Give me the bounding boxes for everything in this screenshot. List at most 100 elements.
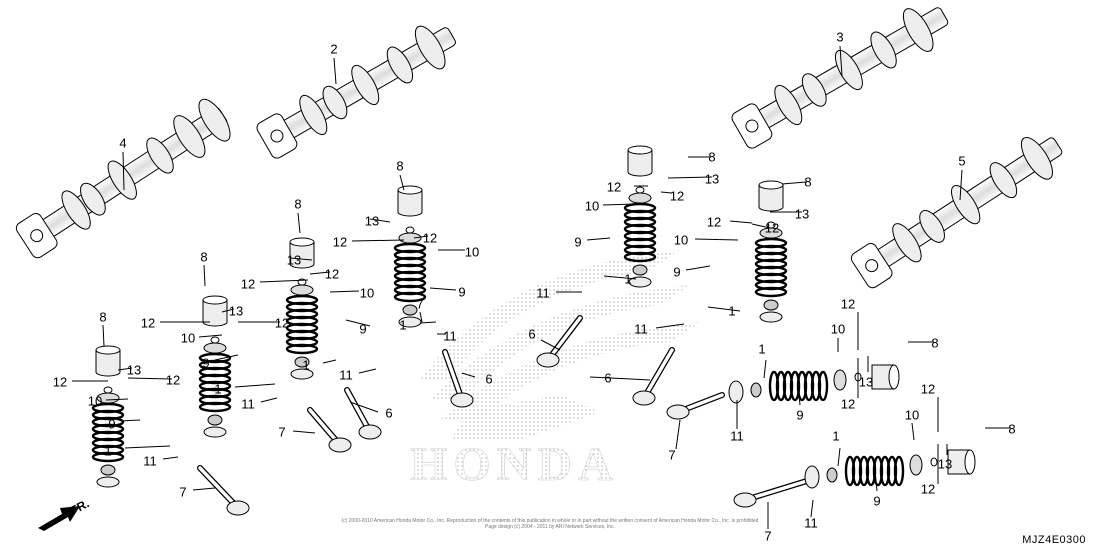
- callout-label: 7: [416, 296, 423, 311]
- callout-9-31: 9: [202, 354, 239, 370]
- callout-label: 1: [832, 428, 839, 443]
- leader-line: [763, 359, 767, 379]
- callout-label: 12: [325, 266, 339, 281]
- callout-12-55: 12: [141, 315, 210, 330]
- callout-1-7: 1: [758, 341, 767, 379]
- callout-label: 8: [294, 196, 301, 211]
- leader-line: [751, 223, 771, 229]
- leader-line: [589, 376, 651, 381]
- leader-line: [413, 235, 429, 239]
- callout-9-36: 9: [796, 384, 804, 422]
- leader-line: [911, 422, 915, 441]
- callout-11-53: 11: [804, 499, 818, 530]
- valve-5: [536, 315, 583, 368]
- leader-line: [399, 174, 405, 191]
- callout-8-23: 8: [294, 196, 302, 234]
- leader-line: [839, 45, 843, 77]
- callout-label: 7: [764, 528, 771, 543]
- leader-line: [729, 220, 753, 224]
- leader-line: [345, 319, 371, 327]
- leader-line: [602, 203, 637, 206]
- callout-label: 6: [385, 405, 392, 420]
- callout-label: 12: [333, 234, 347, 249]
- leader-line: [685, 265, 711, 271]
- callout-8-28: 8: [908, 335, 939, 350]
- copyright-line-1: (c) 2000-2010 American Honda Motor Co., …: [341, 518, 759, 524]
- leader-line: [102, 324, 105, 347]
- leader-line: [329, 290, 360, 293]
- camshaft-3: [731, 7, 949, 149]
- diagram-code: MJZ4E0300: [1022, 534, 1086, 546]
- callout-12-65: 12: [751, 220, 779, 235]
- callout-8-26: 8: [688, 149, 716, 164]
- leader-line: [694, 238, 739, 241]
- callout-label: 13: [795, 206, 809, 221]
- callout-9-33: 9: [429, 284, 466, 299]
- leader-line: [667, 176, 713, 179]
- leader-line: [260, 397, 278, 403]
- leader-line: [351, 239, 405, 242]
- callout-13-70: 13: [117, 362, 141, 377]
- callout-label: 12: [707, 214, 721, 229]
- callout-7-21: 7: [416, 296, 424, 323]
- callout-label: 11: [536, 285, 550, 300]
- callout-12-59: 12: [707, 214, 753, 229]
- leader-line: [675, 419, 681, 450]
- leader-line: [124, 445, 171, 449]
- leader-line: [259, 279, 309, 283]
- callout-11-52: 11: [730, 400, 744, 443]
- callout-10-41: 10: [438, 244, 479, 259]
- callout-1-8: 1: [832, 428, 841, 467]
- callout-label: 1: [104, 443, 111, 458]
- callout-10-40: 10: [329, 285, 374, 300]
- leader-line: [198, 334, 223, 338]
- callout-12-62: 12: [309, 266, 339, 281]
- copyright-line-2: Page design (c) 2004 - 2011 by ARI Netwo…: [485, 524, 615, 530]
- leader-line: [120, 419, 141, 422]
- callout-label: 11: [804, 515, 818, 530]
- callout-8-27: 8: [781, 174, 812, 189]
- callout-label: 12: [423, 230, 437, 245]
- valve-stack-3: [285, 237, 319, 380]
- valve-2: [307, 407, 352, 453]
- leader-line: [122, 151, 125, 191]
- callout-label: 11: [143, 453, 157, 468]
- leader-line: [117, 367, 133, 371]
- callout-label: 8: [931, 335, 938, 350]
- callout-label: 11: [730, 428, 744, 443]
- leader-line: [358, 368, 377, 374]
- callout-label: 8: [1008, 421, 1015, 436]
- leader-line: [781, 181, 807, 185]
- callout-13-72: 13: [287, 252, 313, 267]
- callout-label: 12: [921, 481, 935, 496]
- callout-label: 9: [108, 416, 115, 431]
- callout-12-68: 12: [921, 381, 939, 432]
- callout-label: 10: [360, 285, 374, 300]
- callout-11-48: 11: [339, 367, 377, 382]
- callout-label: 3: [836, 29, 843, 44]
- callout-label: 11: [241, 396, 255, 411]
- callout-label: 10: [181, 330, 195, 345]
- leader-line: [105, 398, 129, 401]
- callout-label: 7: [179, 484, 186, 499]
- leader-line: [429, 287, 457, 291]
- callout-label: 9: [574, 234, 581, 249]
- callout-11-49: 11: [437, 328, 457, 343]
- callout-label: 7: [668, 447, 675, 462]
- camshaft-2: [256, 25, 456, 159]
- callout-label: 12: [141, 315, 155, 330]
- callout-label: 1: [302, 357, 309, 372]
- leader-line: [203, 264, 206, 287]
- camshaft-5: [850, 136, 1063, 289]
- leader-line: [127, 377, 173, 380]
- callout-label: 10: [674, 232, 688, 247]
- callout-label: 12: [670, 188, 684, 203]
- callout-13-73: 13: [365, 213, 391, 228]
- leader-line: [586, 237, 611, 241]
- callout-label: 13: [365, 213, 379, 228]
- callout-label: 13: [859, 374, 873, 389]
- callout-6-15: 6: [349, 401, 393, 420]
- valve-assemblies: [91, 145, 976, 516]
- callout-label: 13: [127, 362, 141, 377]
